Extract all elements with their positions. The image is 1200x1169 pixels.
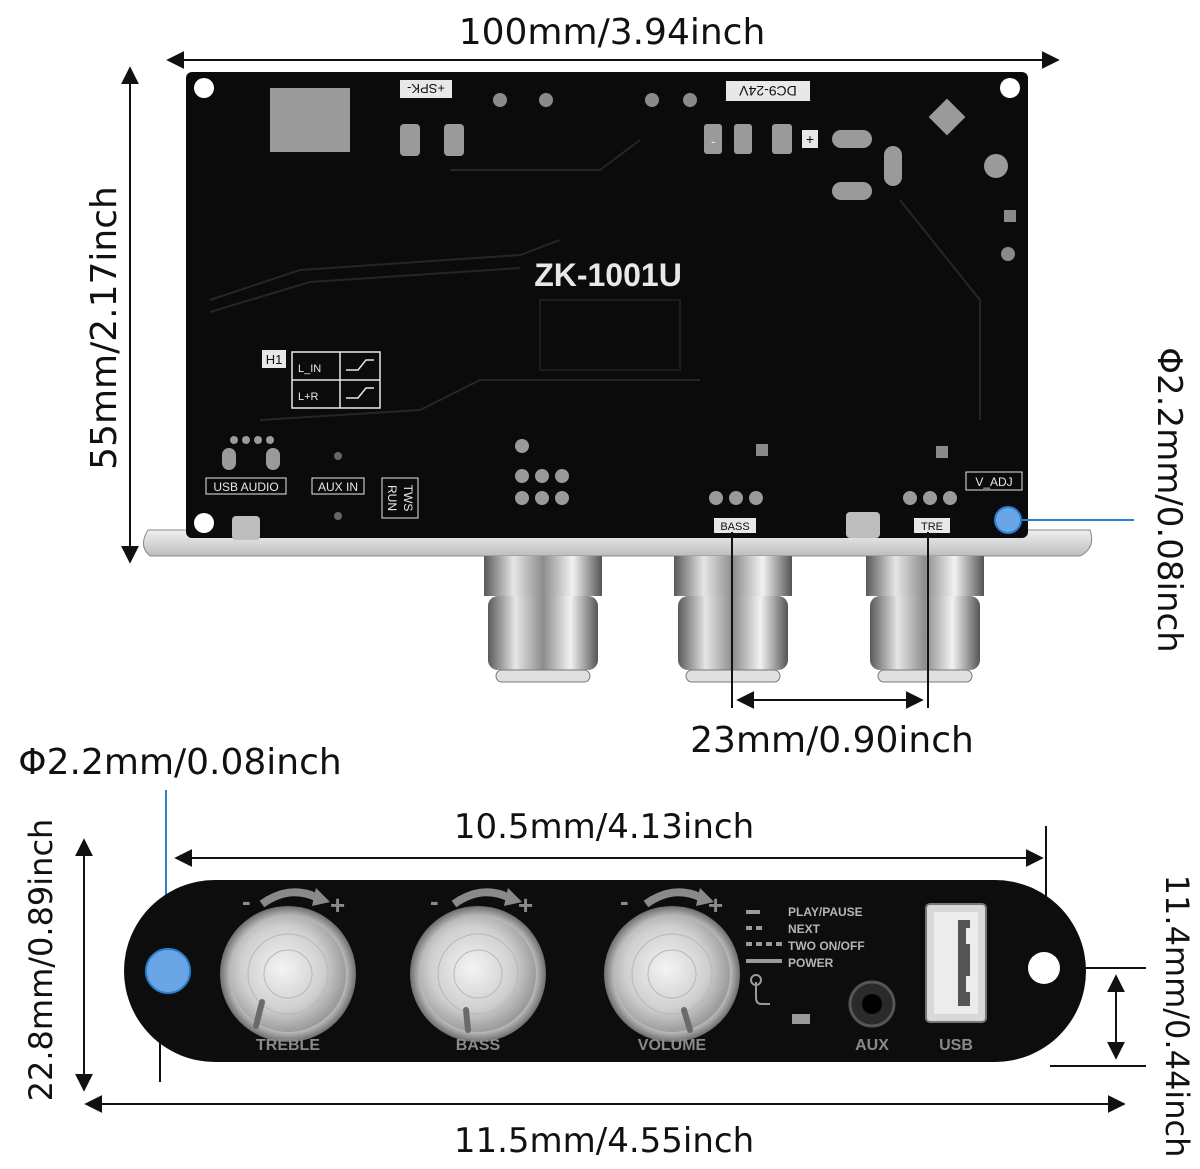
panel-width-dimension: 11.5mm/4.55inch (84, 1095, 1126, 1161)
pcb-mount-hole (194, 513, 214, 533)
panel-width-text: 11.5mm/4.55inch (454, 1121, 754, 1161)
panel-mount-hole (1028, 952, 1060, 984)
knob-side-volume (866, 556, 984, 683)
aux-jack[interactable]: AUX (848, 980, 896, 1054)
smd-pad (444, 124, 464, 156)
hole-offset-dimension: 11.4mm/0.44inch (1050, 875, 1196, 1158)
spk-label: +SPK- (407, 81, 445, 96)
treble-label: TREBLE (256, 1037, 320, 1054)
bass-pot-pins (709, 491, 763, 505)
bass-knob-label: BASS (456, 1037, 501, 1054)
smd-pad (832, 182, 872, 200)
l-r-label: L+R (298, 391, 319, 403)
usb-audio-label: USB AUDIO (213, 480, 278, 494)
tws-label: TWS (401, 485, 415, 512)
pcb-board: +SPK- DC9-24V - + ZK-1001U H1 L_IN L+R (186, 72, 1028, 540)
panel-hole-text: Φ2.2mm/0.08inch (18, 742, 341, 783)
mode-switch[interactable] (792, 1014, 810, 1024)
panel-height-text: 22.8mm/0.89inch (22, 819, 60, 1102)
bass-label: BASS (720, 521, 749, 533)
board-height-text: 55mm/2.17inch (84, 186, 125, 470)
hole-offset-text: 11.4mm/0.44inch (1158, 875, 1196, 1158)
smd-pad (884, 146, 902, 186)
plus-label: + (806, 131, 814, 147)
smd-pad (400, 124, 420, 156)
panel-hole-span-text: 10.5mm/4.13inch (454, 807, 754, 847)
treble-plus: + (330, 890, 345, 920)
smd-pad (704, 124, 722, 154)
panel-hole-span-dimension: 10.5mm/4.13inch (174, 807, 1047, 958)
button-mode-legend: PLAY/PAUSE NEXT TWO ON/OFF POWER (746, 905, 865, 970)
bass-knob[interactable]: - + BASS (410, 886, 546, 1054)
volume-label: VOLUME (638, 1037, 707, 1054)
touch-button-icon[interactable] (750, 974, 770, 1005)
minus-label: - (711, 133, 716, 149)
smd-pad (772, 124, 792, 154)
h1-label: H1 (266, 352, 283, 367)
usb-port[interactable]: USB (925, 903, 987, 1054)
usb-label: USB (939, 1037, 973, 1054)
power-label: DC9-24V (739, 83, 797, 99)
volume-knob[interactable]: - + VOLUME (604, 886, 740, 1054)
treble-pot-pins (903, 491, 957, 505)
bass-plus: + (518, 890, 533, 920)
knob-side-treble (484, 556, 602, 683)
board-width-dimension: 100mm/3.94inch (166, 12, 1060, 69)
pcb-mount-hole (1000, 78, 1020, 98)
mode-play-pause: PLAY/PAUSE (788, 905, 863, 919)
h1-jumper-block: H1 L_IN L+R (262, 350, 381, 409)
smd-pad (832, 130, 872, 148)
chip-pad-grid (270, 88, 350, 152)
knob-spacing-text: 23mm/0.90inch (690, 720, 974, 761)
knob-spacing-dimension: 23mm/0.90inch (690, 532, 974, 761)
button-pad-cluster (515, 439, 569, 505)
board-hole-marker: Φ2.2mm/0.08inch (994, 347, 1189, 653)
panel-hole-marker (145, 948, 191, 994)
mode-two-on-off: TWO ON/OFF (788, 939, 865, 953)
smd-pad (984, 154, 1008, 178)
aux-label: AUX (855, 1037, 889, 1054)
pcb-mount-hole (194, 78, 214, 98)
mode-power: POWER (788, 956, 834, 970)
smd-pad (734, 124, 752, 154)
smd-pad (928, 98, 966, 136)
panel-height-dimension: 22.8mm/0.89inch (22, 819, 93, 1102)
tre-label: TRE (921, 521, 943, 533)
usb-audio-header: USB AUDIO (205, 436, 287, 495)
board-width-text: 100mm/3.94inch (459, 12, 766, 53)
run-label: RUN (385, 485, 399, 511)
model-name: ZK-1001U (534, 257, 682, 293)
treble-minus: - (242, 886, 251, 916)
front-panel: - + TREBLE - + BASS - + (124, 880, 1086, 1062)
volume-minus: - (620, 886, 629, 916)
v-adj-label: V_ADJ (975, 475, 1012, 489)
l-in-label: L_IN (298, 363, 321, 375)
aux-in-label: AUX IN (318, 480, 358, 494)
treble-knob[interactable]: - + TREBLE (220, 886, 356, 1054)
bass-minus: - (430, 886, 439, 916)
board-height-dimension: 55mm/2.17inch (84, 66, 139, 564)
volume-plus: + (708, 890, 723, 920)
mode-next: NEXT (788, 922, 821, 936)
board-hole-text: Φ2.2mm/0.08inch (1149, 347, 1189, 652)
